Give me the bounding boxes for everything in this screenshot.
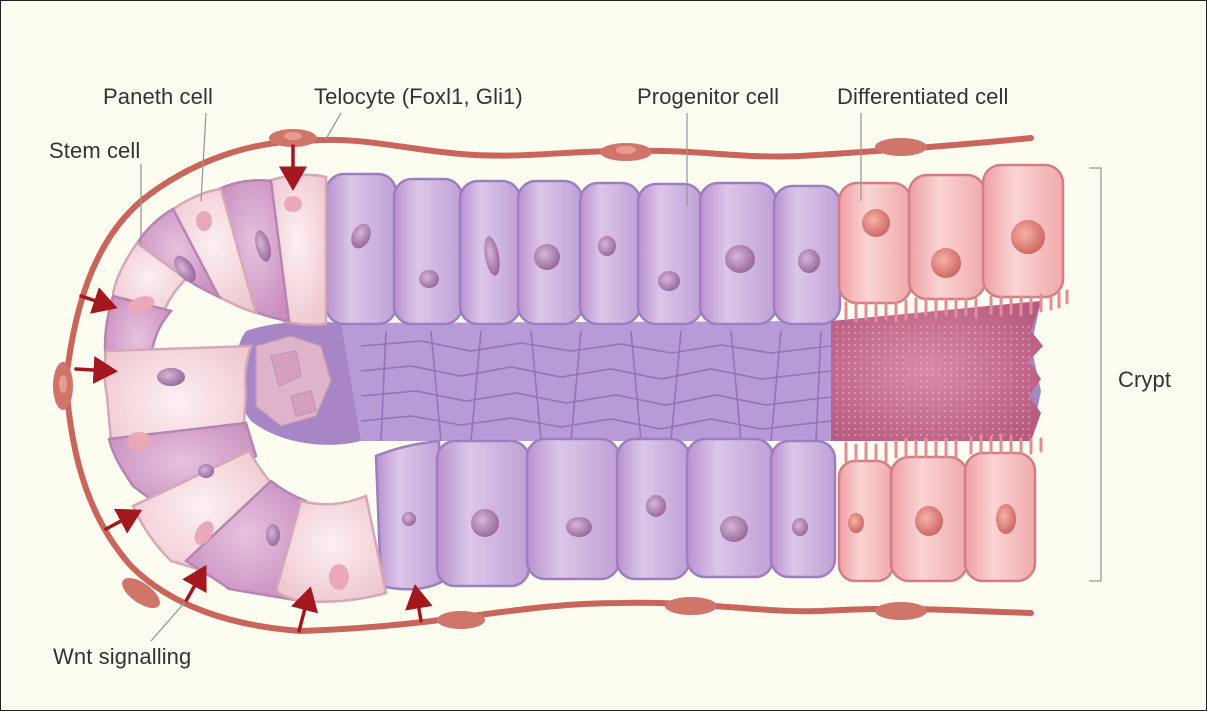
leader-paneth [201, 113, 206, 201]
leader-telocyte [326, 113, 341, 139]
wnt-arrow [76, 369, 111, 371]
crypt-bracket [1089, 168, 1101, 581]
progenitor-cell [687, 439, 773, 577]
wnt-arrow [186, 571, 203, 601]
label-stem-cell: Stem cell [49, 138, 140, 164]
differentiated-cell [839, 461, 893, 581]
telocyte-cell-body [875, 138, 927, 156]
label-progenitor-cell: Progenitor cell [637, 84, 779, 110]
progenitor-cell [771, 441, 835, 577]
differentiated-cell [839, 183, 911, 303]
differentiated-cell [909, 175, 985, 299]
progenitor-cell [326, 174, 396, 324]
progenitor-cells-bottom [376, 439, 835, 589]
progenitor-cell [527, 439, 619, 579]
telocyte-cell-body [437, 611, 485, 629]
label-differentiated-cell: Differentiated cell [837, 84, 1008, 110]
label-telocyte: Telocyte (Foxl1, Gli1) [314, 84, 523, 110]
wnt-arrow [81, 296, 111, 306]
progenitor-cells-top [326, 174, 840, 324]
telocyte-cell-body [665, 597, 717, 615]
wnt-arrow [416, 591, 421, 621]
progenitor-cell [638, 184, 702, 324]
label-wnt-signalling: Wnt signalling [53, 644, 191, 670]
progenitor-cell [394, 179, 462, 324]
telocyte-cell-body [875, 602, 927, 620]
label-paneth-cell: Paneth cell [103, 84, 213, 110]
wnt-arrow [106, 513, 136, 529]
label-crypt: Crypt [1118, 367, 1171, 393]
